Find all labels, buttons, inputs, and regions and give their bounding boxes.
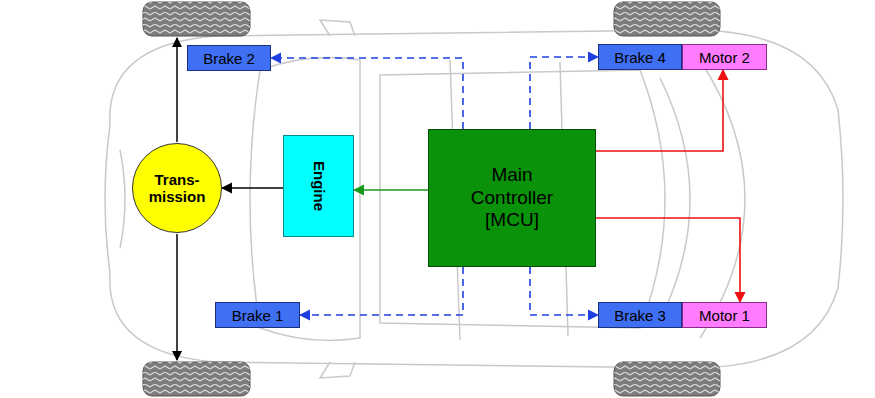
connector-arrow <box>222 187 283 189</box>
brake-box: Brake 3 <box>598 302 682 328</box>
node-label: Trans- mission <box>144 171 210 206</box>
car-body <box>105 20 843 378</box>
controller-box: Main Controller [MCU] <box>428 129 596 267</box>
motor-box: Motor 2 <box>682 44 767 70</box>
connector-arrow <box>596 70 723 151</box>
node-label: Main Controller [MCU] <box>457 164 567 232</box>
node-label: Brake 4 <box>614 49 666 66</box>
node-label: Brake 2 <box>203 50 255 67</box>
transmission-circle: Trans- mission <box>132 143 222 233</box>
connector-arrow <box>596 218 740 302</box>
brake-box: Brake 4 <box>598 44 682 70</box>
brake-box: Brake 2 <box>187 45 271 71</box>
connector-arrow <box>300 267 463 315</box>
node-label: Brake 1 <box>232 307 284 324</box>
engine-box: Engine <box>283 135 354 237</box>
node-label: Brake 3 <box>614 307 666 324</box>
connector-arrow <box>354 189 428 191</box>
connector-arrow <box>271 58 463 129</box>
connector-arrow <box>530 57 598 129</box>
tire <box>143 2 720 396</box>
motor-box: Motor 1 <box>682 302 767 328</box>
node-label: Engine <box>310 161 327 211</box>
connector-arrow <box>530 267 598 315</box>
brake-box: Brake 1 <box>215 302 300 328</box>
node-label: Motor 1 <box>699 307 750 324</box>
node-label: Motor 2 <box>699 49 750 66</box>
